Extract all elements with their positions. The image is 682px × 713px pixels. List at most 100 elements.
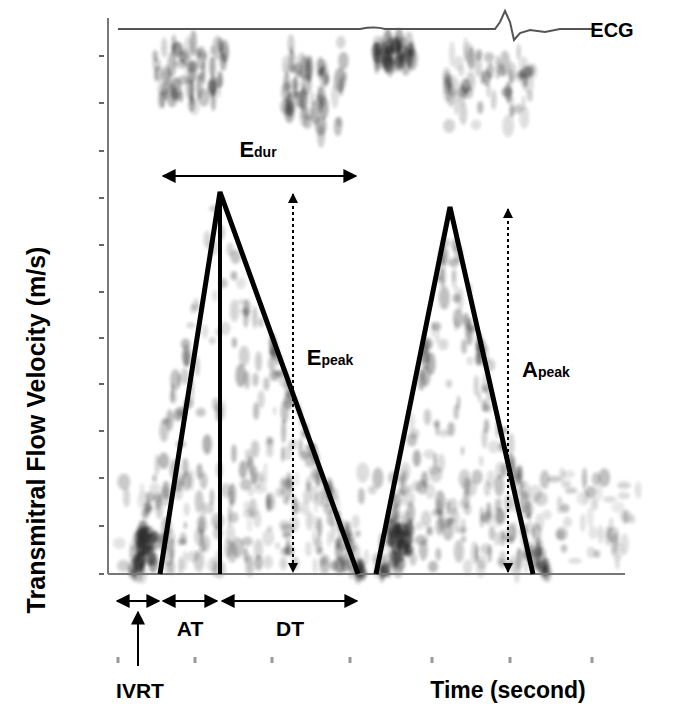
x-tick xyxy=(509,657,512,663)
speckle-dot xyxy=(621,533,629,555)
speckle-dot xyxy=(202,503,207,516)
speckle-dot xyxy=(300,501,309,515)
y-tick xyxy=(99,244,104,246)
speckle-dot xyxy=(519,69,523,80)
speckle-dot xyxy=(210,46,215,56)
x-tick xyxy=(431,657,434,663)
speckle-dot xyxy=(431,322,441,331)
speckle-dot xyxy=(536,561,543,573)
x-tick xyxy=(271,657,274,663)
speckle-dot xyxy=(209,56,216,77)
speckle-dot xyxy=(184,61,196,86)
speckle-dot xyxy=(202,325,208,339)
speckle-dot xyxy=(505,535,514,542)
speckle-dot xyxy=(294,471,299,486)
speckle-dot xyxy=(438,430,449,437)
speckle-dot xyxy=(336,36,345,49)
speckle-dot xyxy=(428,561,438,573)
speckle-dot xyxy=(484,480,491,496)
speckle-dot xyxy=(243,306,249,327)
speckle-dot xyxy=(248,456,253,476)
speckle-dot xyxy=(509,105,515,118)
speckle-dot xyxy=(489,526,495,541)
speckle-dot xyxy=(407,485,413,492)
speckle-dot xyxy=(543,553,547,570)
speckle-dot xyxy=(244,501,250,512)
e-peak-line xyxy=(218,192,222,574)
speckle-dot xyxy=(389,59,398,73)
speckle-dot xyxy=(364,549,368,563)
speckle-dot xyxy=(464,324,471,336)
speckle-dot xyxy=(591,497,597,511)
speckle-dot xyxy=(311,466,317,479)
speckle-dot xyxy=(471,541,478,564)
x-tick xyxy=(349,657,352,663)
speckle-dot xyxy=(288,34,295,54)
speckle-dot xyxy=(446,380,452,388)
speckle-dot xyxy=(401,491,415,506)
speckle-dot xyxy=(618,492,630,499)
speckle-dot xyxy=(293,85,298,96)
speckle-dot xyxy=(478,391,481,402)
y-axis xyxy=(107,18,109,574)
x-tick xyxy=(194,657,197,663)
speckle-dot xyxy=(196,464,203,480)
speckle-dot xyxy=(305,542,311,557)
speckle-dot xyxy=(247,515,252,532)
e-duration-arrow xyxy=(163,175,356,177)
speckle-dot xyxy=(313,530,316,545)
speckle-dot xyxy=(178,91,183,103)
speckle-dot xyxy=(561,545,567,553)
a-peak-arrow xyxy=(507,209,509,572)
speckle-dot xyxy=(437,499,442,518)
speckle-dot xyxy=(168,560,175,575)
speckle-dot xyxy=(281,419,286,443)
speckle-dot xyxy=(617,481,631,489)
speckle-dot xyxy=(220,53,227,71)
speckle-dot xyxy=(117,560,130,572)
speckle-dot xyxy=(266,446,273,458)
speckle-dot xyxy=(212,290,217,302)
speckle-dot xyxy=(159,420,168,443)
speckle-dot xyxy=(505,82,512,103)
speckle-dot xyxy=(449,498,458,516)
speckle-dot xyxy=(509,69,514,84)
speckle-dot xyxy=(455,285,458,305)
speckle-dot xyxy=(635,481,641,499)
speckle-dot xyxy=(479,456,483,466)
speckle-dot xyxy=(419,368,425,389)
speckle-dot xyxy=(486,62,494,79)
at-arrow xyxy=(163,600,217,602)
speckle-dot xyxy=(253,402,259,420)
speckle-dot xyxy=(263,377,269,391)
speckle-dot xyxy=(299,438,303,456)
speckle-dot xyxy=(263,463,267,486)
speckle-dot xyxy=(276,488,285,498)
speckle-dot xyxy=(196,74,202,99)
speckle-dot xyxy=(358,488,365,505)
y-tick xyxy=(99,525,104,527)
speckle-dot xyxy=(502,532,505,540)
ivrt-label: IVRT xyxy=(116,680,164,701)
dt-arrow xyxy=(222,600,357,602)
y-tick xyxy=(99,337,104,339)
speckle-dot xyxy=(484,52,495,62)
speckle-dot xyxy=(381,42,386,52)
speckle-dot xyxy=(324,73,330,85)
speckle-dot xyxy=(254,485,267,493)
speckle-dot xyxy=(275,542,279,549)
speckle-dot xyxy=(603,496,616,502)
speckle-dot xyxy=(457,287,463,310)
speckle-dot xyxy=(295,62,303,75)
speckle-dot xyxy=(240,478,251,490)
speckle-dot xyxy=(548,476,561,483)
speckle-dot xyxy=(314,492,317,513)
speckle-dot xyxy=(207,502,214,514)
speckle-dot xyxy=(372,467,383,488)
speckle-dot xyxy=(187,322,195,328)
speckle-dot xyxy=(153,474,157,482)
speckle-dot xyxy=(336,117,342,127)
speckle-dot xyxy=(339,77,343,96)
y-tick xyxy=(99,197,104,199)
y-tick xyxy=(99,102,104,104)
